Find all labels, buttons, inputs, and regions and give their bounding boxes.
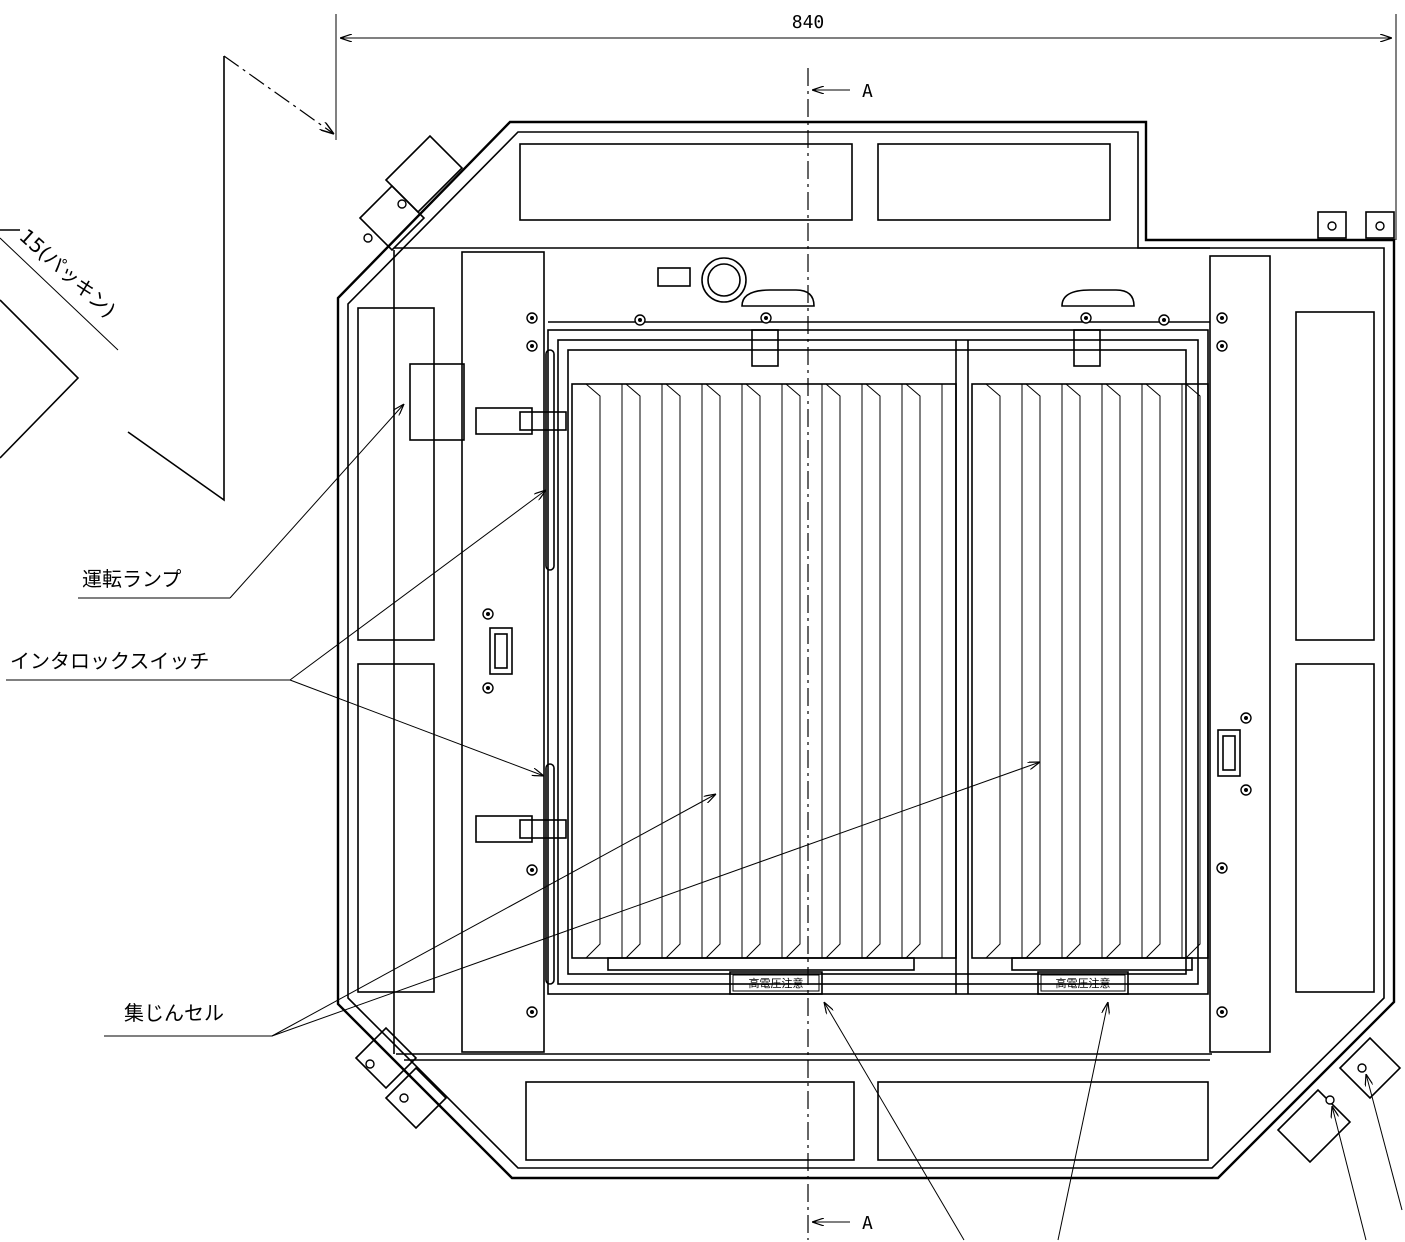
- dust-cell-label: 集じんセル: [124, 1001, 224, 1025]
- gasket-detail: 15(パッキン): [0, 55, 334, 502]
- section-line-a: A A: [807, 68, 873, 1240]
- left-side-panel: [357, 250, 567, 1054]
- cell-frame: [547, 321, 1210, 995]
- warning-plates: 高電圧注意 高電圧注意: [729, 971, 1129, 995]
- interlock-switch-label: インタロックスイッチ: [10, 649, 209, 673]
- dust-cell-left: [571, 383, 957, 971]
- screws: [482, 312, 1252, 1018]
- bottom-vents: [525, 1081, 1209, 1161]
- section-label-bottom: A: [862, 1213, 873, 1234]
- bracket-hole-leaders: [1332, 1074, 1403, 1241]
- warning-plate-left: 高電圧注意: [749, 976, 804, 990]
- dimension-value: 840: [792, 12, 825, 33]
- dust-cell-right: [971, 383, 1209, 971]
- corner-brackets: [354, 134, 1402, 1164]
- label-dust-cell: 集じんセル: [104, 762, 1040, 1037]
- label-run-lamp: 運転ランプ: [78, 404, 404, 599]
- top-vents: [519, 143, 1111, 221]
- warning-plate-leaders: [824, 1002, 1108, 1241]
- housing-outline: [336, 120, 1396, 1180]
- run-lamp-label: 運転ランプ: [82, 567, 181, 591]
- label-interlock-switch: インタロックスイッチ: [6, 490, 546, 776]
- section-label-top: A: [862, 81, 873, 102]
- warning-plate-right: 高電圧注意: [1056, 976, 1111, 990]
- width-dimension: 840: [335, 12, 1397, 240]
- gasket-note: 15(パッキン): [15, 224, 121, 322]
- right-side-panel: [1209, 255, 1375, 1053]
